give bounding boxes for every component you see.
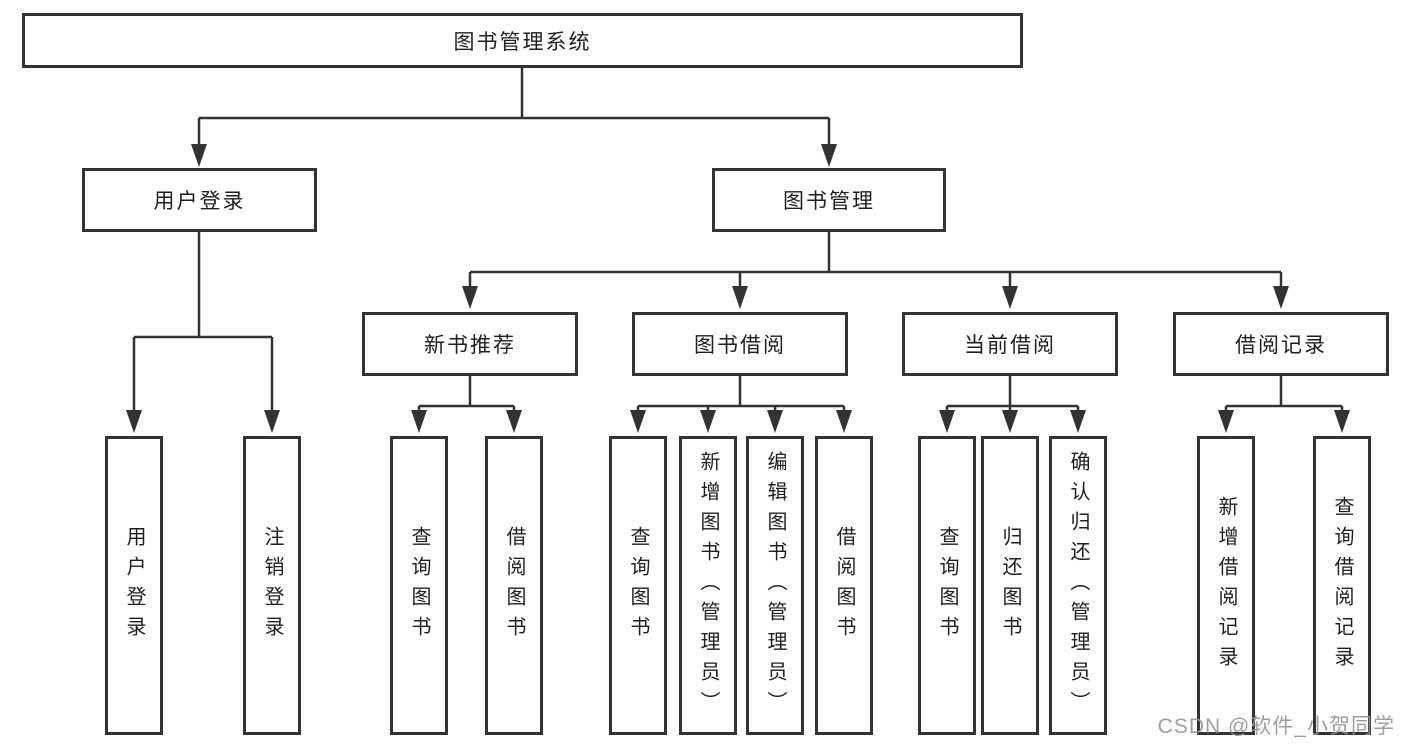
node-book-management: 图书管理 <box>712 168 946 232</box>
arrowhead-icon <box>732 286 748 309</box>
leaf-label: 查询借阅记录 <box>1331 495 1353 676</box>
leaf-newbook-query-books: 查询图书 <box>390 436 448 735</box>
leaf-current-confirm-return-admin: 确认归还（管理员） <box>1049 436 1107 735</box>
leaf-logout: 注销登录 <box>243 436 301 735</box>
arrowhead-icon <box>836 410 852 433</box>
node-user-login: 用户登录 <box>82 168 317 232</box>
leaf-label: 归还图书 <box>999 525 1021 646</box>
connector-management-to-level3 <box>468 232 1283 298</box>
connector-bookborrow-to-leaves <box>636 376 846 422</box>
leaf-user-login: 用户登录 <box>105 436 163 735</box>
arrowheads <box>126 144 1350 433</box>
arrowhead-icon <box>1002 410 1018 433</box>
leaf-newbook-borrow-books: 借阅图书 <box>485 436 543 735</box>
connector-root-to-level2 <box>197 68 831 156</box>
leaf-label: 查询图书 <box>408 525 430 646</box>
leaf-label: 查询图书 <box>936 525 958 646</box>
leaf-borrow-borrow-books: 借阅图书 <box>815 436 873 735</box>
arrowhead-icon <box>1334 410 1350 433</box>
arrowhead-icon <box>506 410 522 433</box>
arrowhead-icon <box>1002 286 1018 309</box>
leaf-records-query-record: 查询借阅记录 <box>1313 436 1371 735</box>
leaf-label: 编辑图书（管理员） <box>764 450 786 721</box>
arrowhead-icon <box>939 410 955 433</box>
node-borrow-records: 借阅记录 <box>1173 312 1389 376</box>
arrowhead-icon <box>1273 286 1289 309</box>
arrowhead-icon <box>767 410 783 433</box>
arrowhead-icon <box>700 410 716 433</box>
node-root-library-system: 图书管理系统 <box>22 13 1023 68</box>
connector-login-to-leaves <box>132 232 274 422</box>
leaf-label: 用户登录 <box>123 525 145 646</box>
leaf-borrow-add-books-admin: 新增图书（管理员） <box>679 436 737 735</box>
leaf-label: 确认归还（管理员） <box>1067 450 1089 721</box>
leaf-current-query-books: 查询图书 <box>918 436 976 735</box>
node-book-borrow: 图书借阅 <box>632 312 848 376</box>
connector-newbook-to-leaves <box>417 376 516 422</box>
leaf-label: 借阅图书 <box>503 525 525 646</box>
leaf-borrow-query-books: 查询图书 <box>609 436 667 735</box>
arrowhead-icon <box>191 144 207 167</box>
arrowhead-icon <box>462 286 478 309</box>
watermark: CSDN @软件_小贺同学 <box>1157 715 1395 738</box>
arrowhead-icon <box>821 144 837 167</box>
node-current-borrow: 当前借阅 <box>902 312 1118 376</box>
arrowhead-icon <box>411 410 427 433</box>
leaf-records-add-record: 新增借阅记录 <box>1197 436 1255 735</box>
leaf-label: 借阅图书 <box>833 525 855 646</box>
arrowhead-icon <box>264 410 280 433</box>
arrowhead-icon <box>1218 410 1234 433</box>
arrowhead-icon <box>126 410 142 433</box>
leaf-label: 新增借阅记录 <box>1215 495 1237 676</box>
leaf-current-return-books: 归还图书 <box>981 436 1039 735</box>
leaf-borrow-edit-books-admin: 编辑图书（管理员） <box>746 436 804 735</box>
arrowhead-icon <box>630 410 646 433</box>
node-new-book-recommend: 新书推荐 <box>362 312 578 376</box>
leaf-label: 新增图书（管理员） <box>697 450 719 721</box>
arrowhead-icon <box>1070 410 1086 433</box>
leaf-label: 查询图书 <box>627 525 649 646</box>
leaf-label: 注销登录 <box>261 525 283 646</box>
connector-records-to-leaves <box>1224 376 1344 422</box>
